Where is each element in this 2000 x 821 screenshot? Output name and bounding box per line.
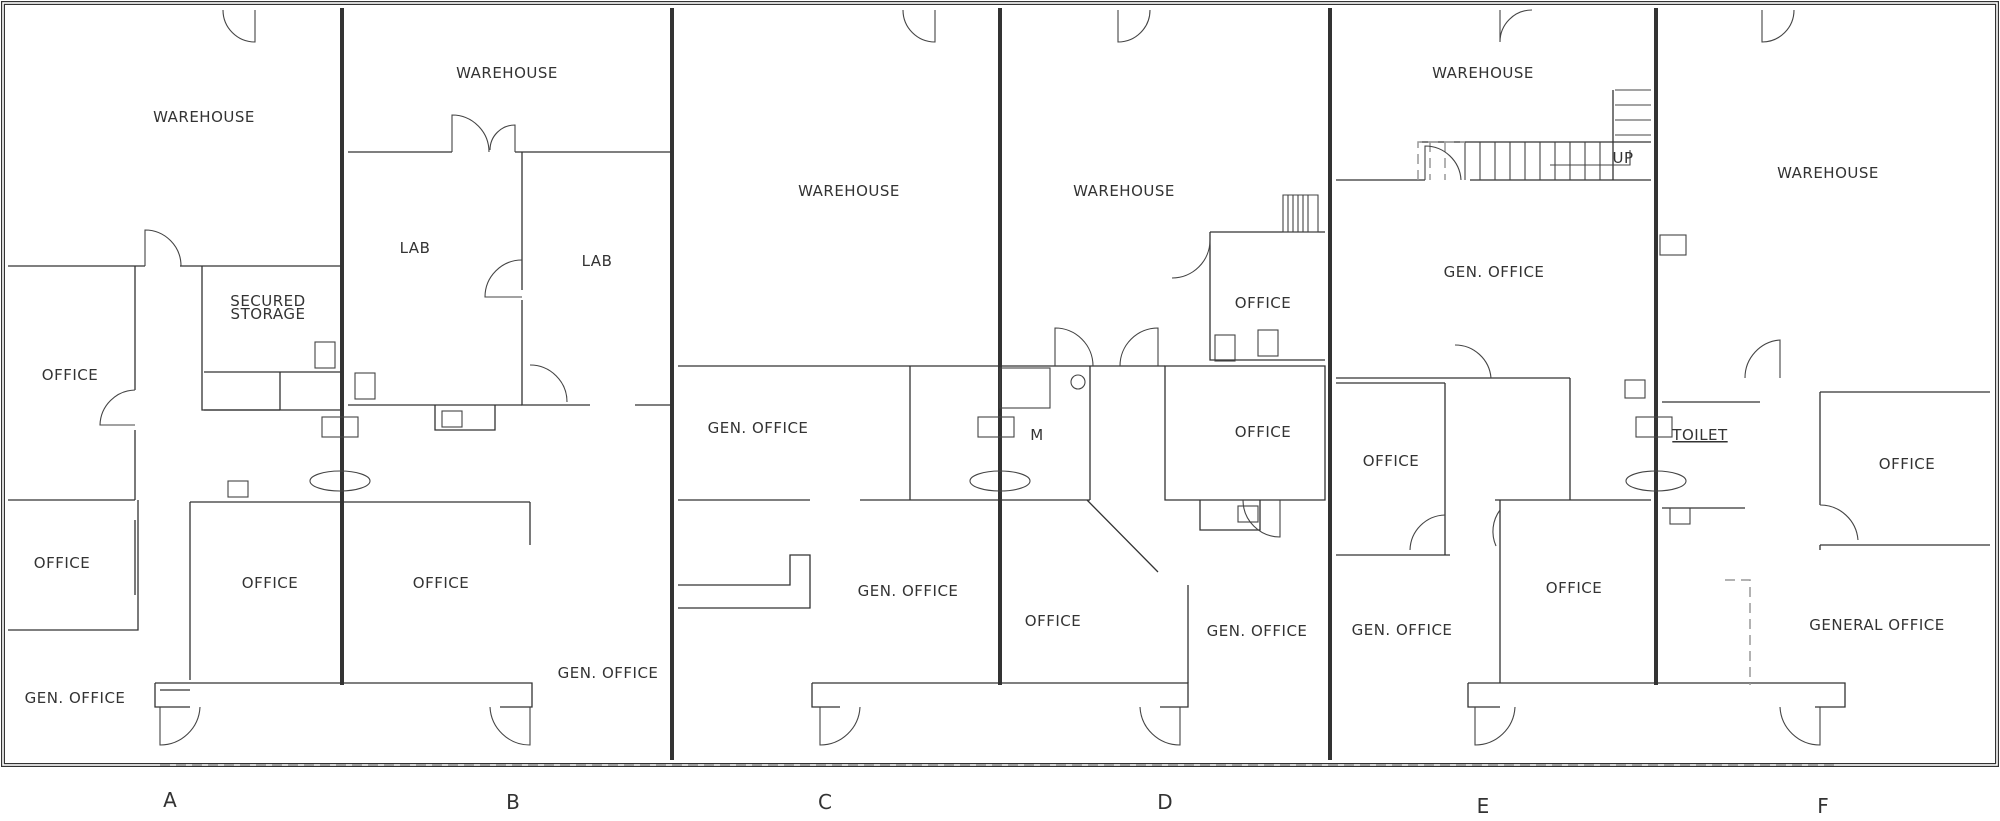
grid-label-b: B <box>506 790 520 814</box>
room-label: LAB <box>400 239 431 257</box>
grid-label-f: F <box>1817 794 1829 818</box>
room-label: WAREHOUSE <box>1073 182 1175 200</box>
room-label: OFFICE <box>1363 452 1419 470</box>
room-label: GEN. OFFICE <box>708 419 809 437</box>
doors <box>99 9 1859 746</box>
room-label: GEN. OFFICE <box>1352 621 1453 639</box>
room-label: OFFICE <box>1879 455 1935 473</box>
exterior-walls <box>1 1 1999 767</box>
room-label: GEN. OFFICE <box>25 689 126 707</box>
room-label: OFFICE <box>242 574 298 592</box>
room-labels: WAREHOUSE WAREHOUSE WAREHOUSE WAREHOUSE … <box>25 64 1945 707</box>
room-label: GEN. OFFICE <box>858 582 959 600</box>
room-label: WAREHOUSE <box>1777 164 1879 182</box>
grid-label-c: C <box>818 790 832 814</box>
room-label: WAREHOUSE <box>153 108 255 126</box>
room-label: OFFICE <box>1025 612 1081 630</box>
stairs <box>1282 89 1651 233</box>
room-label: GEN. OFFICE <box>1207 622 1308 640</box>
grid-label-a: A <box>163 788 177 812</box>
room-label: TOILET <box>1671 426 1728 444</box>
plumbing-fixtures <box>227 234 1691 525</box>
room-label: OFFICE <box>1546 579 1602 597</box>
room-label: OFFICE <box>1235 423 1291 441</box>
room-label: SECURED <box>230 292 305 310</box>
room-label: M <box>1030 426 1043 444</box>
unit-dividers <box>340 8 1658 760</box>
room-label: GENERAL OFFICE <box>1809 616 1944 634</box>
room-label: GEN. OFFICE <box>558 664 659 682</box>
room-label: STORAGE <box>231 305 306 323</box>
grid-labels: A B C D E F <box>163 788 1829 818</box>
room-label: OFFICE <box>413 574 469 592</box>
grid-label-e: E <box>1477 794 1490 818</box>
room-label: WAREHOUSE <box>798 182 900 200</box>
interior-walls <box>8 89 1990 708</box>
room-label: WAREHOUSE <box>456 64 558 82</box>
room-label: OFFICE <box>34 554 90 572</box>
room-label: LAB <box>582 252 613 270</box>
room-label: WAREHOUSE <box>1432 64 1534 82</box>
room-label: OFFICE <box>1235 294 1291 312</box>
room-label: GEN. OFFICE <box>1444 263 1545 281</box>
stair-direction-label: UP <box>1612 149 1633 167</box>
grid-label-d: D <box>1157 790 1172 814</box>
room-label: OFFICE <box>42 366 98 384</box>
